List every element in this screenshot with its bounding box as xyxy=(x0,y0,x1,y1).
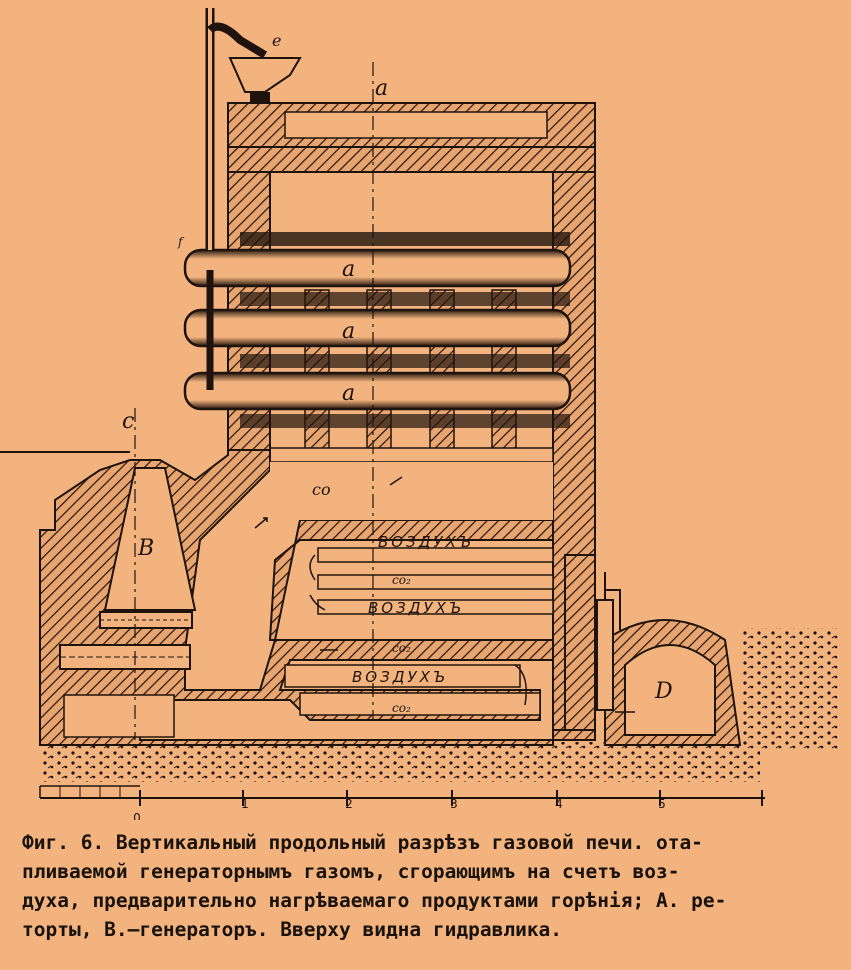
figure-caption: Фиг. 6. Вертикальный продольный разрѣзъ … xyxy=(22,828,832,944)
scale-tick-4: 4 xyxy=(555,797,563,811)
retort-1 xyxy=(183,248,572,288)
label-generator: B xyxy=(137,536,154,561)
label-air-2: ВОЗДУХЪ xyxy=(368,599,464,617)
caption-line-1: Фиг. 6. Вертикальный продольный разрѣзъ … xyxy=(22,831,703,854)
caption-line-2: пливаемой генераторнымъ газомъ, сгорающи… xyxy=(22,860,680,883)
label-retort-3: a xyxy=(342,381,355,406)
figure-labels: a c a a a B co e f D ВОЗДУХЪ ВОЗДУХЪ ВОЗ… xyxy=(122,31,673,715)
label-co2-1: co₂ xyxy=(392,573,411,587)
ground-layer xyxy=(0,451,840,782)
scale-tick-5: 5 xyxy=(658,797,666,811)
label-chamber-d: D xyxy=(654,679,673,704)
label-hydraulic: e xyxy=(272,31,281,50)
label-co2-2: co₂ xyxy=(392,641,411,655)
flow-arrows xyxy=(254,476,635,713)
furnace-section-diagram: 0 1 2 3 4 5 a c a a a B co e f D ВОЗДУХЪ… xyxy=(0,8,840,820)
retort-2 xyxy=(183,308,572,348)
retort-3 xyxy=(183,371,572,411)
scale-bar: 0 1 2 3 4 5 xyxy=(39,785,765,820)
label-retort-2: a xyxy=(342,319,355,344)
section-lines xyxy=(134,62,374,740)
label-retort-1: a xyxy=(342,257,355,282)
label-air-1: ВОЗДУХЪ xyxy=(378,533,474,551)
label-section-a: a xyxy=(375,76,388,101)
scale-tick-0: 0 xyxy=(133,811,141,820)
chamber-d xyxy=(596,572,742,746)
caption-line-3: духа, предварительно нагрѣваемаго продук… xyxy=(22,889,727,912)
retorts xyxy=(183,232,572,428)
scale-tick-2: 2 xyxy=(345,797,353,811)
scale-tick-3: 3 xyxy=(450,797,458,811)
scale-tick-1: 1 xyxy=(241,797,249,811)
label-section-c: c xyxy=(122,409,134,434)
caption-line-4: торты, B.—генераторъ. Вверху видна гидра… xyxy=(22,918,563,941)
label-co2-3: co₂ xyxy=(392,701,411,715)
label-valve: f xyxy=(177,235,185,249)
hydraulic-main xyxy=(205,8,302,390)
label-gas-chamber: co xyxy=(312,480,331,499)
label-air-3: ВОЗДУХЪ xyxy=(352,668,448,686)
